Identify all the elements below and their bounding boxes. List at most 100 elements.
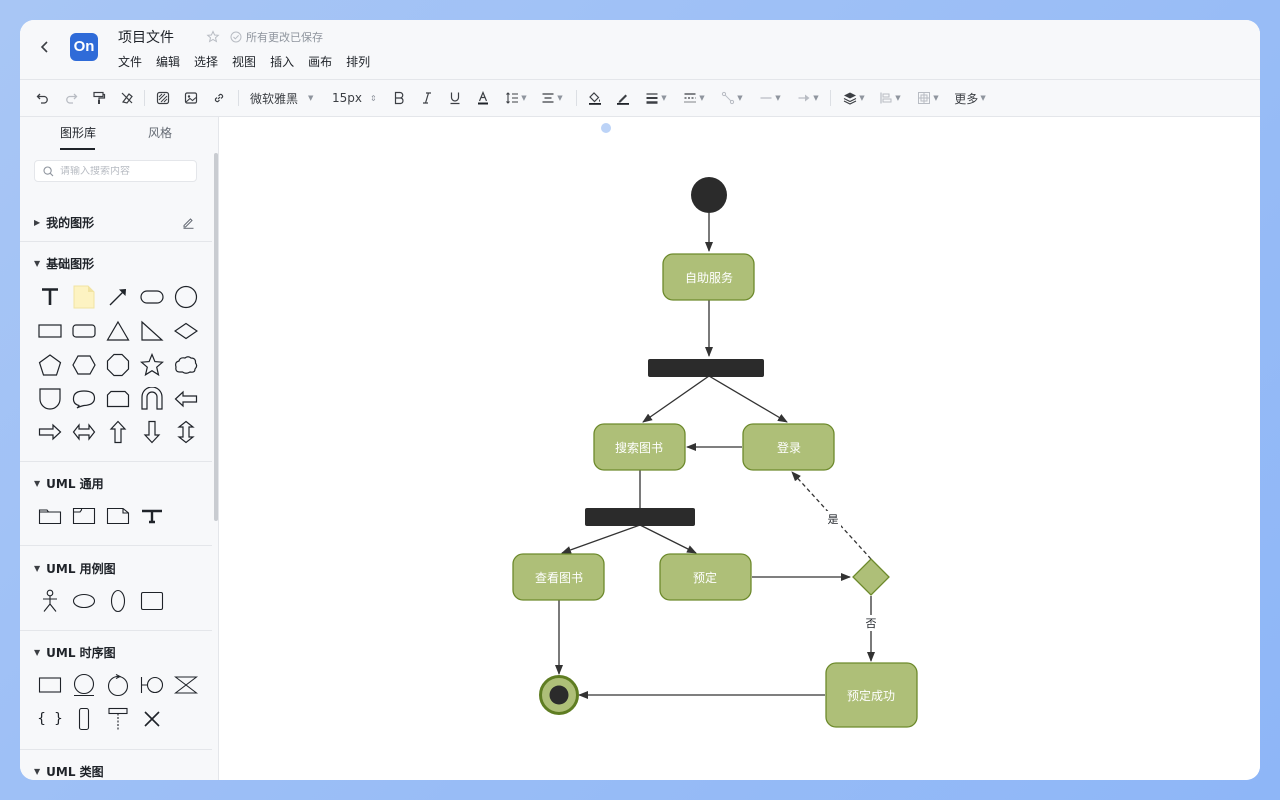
node-search-books[interactable]: 搜索图书 bbox=[593, 423, 686, 471]
uml-entity-shape[interactable] bbox=[70, 671, 98, 699]
circle-shape[interactable] bbox=[172, 283, 200, 311]
undo-icon[interactable] bbox=[34, 89, 52, 107]
section-uml-general[interactable]: ▼ UML 通用 bbox=[34, 475, 104, 492]
canvas-handle[interactable] bbox=[601, 123, 611, 133]
uml-lifeline-object-shape[interactable] bbox=[36, 671, 64, 699]
line-height-icon[interactable]: ▼ bbox=[502, 89, 530, 107]
text-shape[interactable] bbox=[36, 283, 64, 311]
uml-control-shape[interactable] bbox=[104, 671, 132, 699]
uml-vertical-ellipse-shape[interactable] bbox=[104, 587, 132, 615]
line-start-icon[interactable]: ▼ bbox=[756, 89, 784, 107]
up-down-arrow-shape[interactable] bbox=[172, 418, 200, 446]
uml-text-shape[interactable] bbox=[138, 502, 166, 530]
rounded-rect-shape[interactable] bbox=[138, 283, 166, 311]
underline-icon[interactable] bbox=[446, 89, 464, 107]
uml-note-shape[interactable] bbox=[104, 502, 132, 530]
edge-fork2-to-view-books[interactable] bbox=[561, 524, 641, 554]
left-right-arrow-shape[interactable] bbox=[70, 418, 98, 446]
u-turn-arrow-shape[interactable] bbox=[138, 385, 166, 413]
cloud-shape[interactable] bbox=[172, 351, 200, 379]
uml-package-shape[interactable] bbox=[36, 502, 64, 530]
diamond-shape[interactable] bbox=[172, 317, 200, 345]
link-icon[interactable] bbox=[210, 89, 228, 107]
node-reserve[interactable]: 预定 bbox=[659, 553, 752, 601]
fill-color-icon[interactable] bbox=[586, 89, 604, 107]
menu-select[interactable]: 选择 bbox=[194, 55, 219, 69]
edge-fork-to-search-books[interactable] bbox=[642, 375, 710, 423]
line-width-icon[interactable]: ▼ bbox=[642, 89, 670, 107]
shape-search-input[interactable] bbox=[60, 165, 190, 177]
node-self-service[interactable]: 自助服务 bbox=[662, 253, 755, 301]
line-style-icon[interactable]: ▼ bbox=[680, 89, 708, 107]
arrow-line-shape[interactable] bbox=[104, 283, 132, 311]
redo-icon[interactable] bbox=[62, 89, 80, 107]
sidebar-scrollbar[interactable] bbox=[214, 153, 218, 521]
node-login[interactable]: 登录 bbox=[742, 423, 835, 471]
uml-braces-shape[interactable]: { } bbox=[37, 711, 63, 727]
menu-insert[interactable]: 插入 bbox=[270, 55, 295, 69]
bold-icon[interactable] bbox=[390, 89, 408, 107]
uml-destroy-x-shape[interactable] bbox=[138, 705, 166, 733]
uml-frame-shape[interactable] bbox=[70, 502, 98, 530]
start-node[interactable] bbox=[691, 177, 727, 213]
edge-label-yes[interactable]: 是 bbox=[828, 513, 839, 526]
triangle-shape[interactable] bbox=[104, 317, 132, 345]
edge-fork2-to-reserve[interactable] bbox=[639, 524, 697, 554]
rectangle-shape[interactable] bbox=[36, 317, 64, 345]
menu-view[interactable]: 视图 bbox=[232, 55, 257, 69]
layers-icon[interactable]: ▼ bbox=[840, 89, 868, 107]
up-arrow-shape[interactable] bbox=[104, 418, 132, 446]
back-arrow-icon[interactable] bbox=[36, 38, 54, 56]
font-color-icon[interactable] bbox=[474, 89, 492, 107]
connector-type-icon[interactable]: ▼ bbox=[718, 89, 746, 107]
tab-style[interactable]: 风格 bbox=[148, 126, 173, 140]
round-corner-rect-shape[interactable] bbox=[70, 317, 98, 345]
speech-bubble-shape[interactable] bbox=[70, 385, 98, 413]
node-reserve-success[interactable]: 预定成功 bbox=[825, 662, 918, 728]
fork-bar-1[interactable] bbox=[648, 359, 764, 377]
section-uml-class[interactable]: ▼ UML 类图 bbox=[34, 763, 104, 780]
group-icon[interactable]: ▼ bbox=[914, 89, 942, 107]
decision-node[interactable] bbox=[852, 558, 890, 596]
right-arrow-shape[interactable] bbox=[36, 418, 64, 446]
star-icon[interactable] bbox=[206, 30, 220, 44]
distribute-icon[interactable]: ▼ bbox=[876, 89, 904, 107]
uml-destroy-frame-shape[interactable] bbox=[172, 671, 200, 699]
uml-actor-shape[interactable] bbox=[36, 587, 64, 615]
uml-activation-shape[interactable] bbox=[70, 705, 98, 733]
menu-edit[interactable]: 编辑 bbox=[156, 55, 181, 69]
line-end-icon[interactable]: ▼ bbox=[794, 89, 822, 107]
leaf-shape[interactable] bbox=[36, 385, 64, 413]
tab-shape-library[interactable]: 图形库 bbox=[60, 126, 97, 140]
uml-boundary-shape[interactable] bbox=[138, 671, 166, 699]
menu-file[interactable]: 文件 bbox=[118, 55, 143, 69]
pentagon-shape[interactable] bbox=[36, 351, 64, 379]
font-family-select[interactable]: 微软雅黑 ▼ bbox=[250, 89, 320, 107]
section-uml-sequence[interactable]: ▼ UML 时序图 bbox=[34, 644, 116, 661]
clear-format-icon[interactable] bbox=[118, 89, 136, 107]
diagram-canvas[interactable]: 是 否 自助服务 搜索图书 登录 查看图书 bbox=[219, 117, 1260, 780]
right-triangle-shape[interactable] bbox=[138, 317, 166, 345]
end-node[interactable] bbox=[539, 675, 579, 715]
section-my-shapes[interactable]: ▶ 我的图形 bbox=[34, 214, 94, 231]
uml-usecase-shape[interactable] bbox=[70, 587, 98, 615]
more-button[interactable]: 更多 ▼ bbox=[952, 89, 988, 107]
format-painter-icon[interactable] bbox=[90, 89, 108, 107]
section-uml-usecase[interactable]: ▼ UML 用例图 bbox=[34, 560, 116, 577]
menu-arrange[interactable]: 排列 bbox=[346, 55, 371, 69]
section-basic-shapes[interactable]: ▼ 基础图形 bbox=[34, 255, 94, 272]
edge-label-no[interactable]: 否 bbox=[866, 617, 877, 630]
edge-fork-to-login[interactable] bbox=[708, 375, 788, 423]
image-icon[interactable] bbox=[182, 89, 200, 107]
star-shape[interactable] bbox=[138, 351, 166, 379]
left-arrow-shape[interactable] bbox=[172, 385, 200, 413]
menu-canvas[interactable]: 画布 bbox=[308, 55, 333, 69]
fork-bar-2[interactable] bbox=[585, 508, 695, 526]
octagon-shape[interactable] bbox=[104, 351, 132, 379]
align-icon[interactable]: ▼ bbox=[538, 89, 566, 107]
cut-corner-rect-shape[interactable] bbox=[104, 385, 132, 413]
uml-system-boundary-shape[interactable] bbox=[138, 587, 166, 615]
note-shape[interactable] bbox=[70, 283, 98, 311]
line-color-icon[interactable] bbox=[614, 89, 632, 107]
uml-lifeline-shape[interactable] bbox=[104, 705, 132, 733]
